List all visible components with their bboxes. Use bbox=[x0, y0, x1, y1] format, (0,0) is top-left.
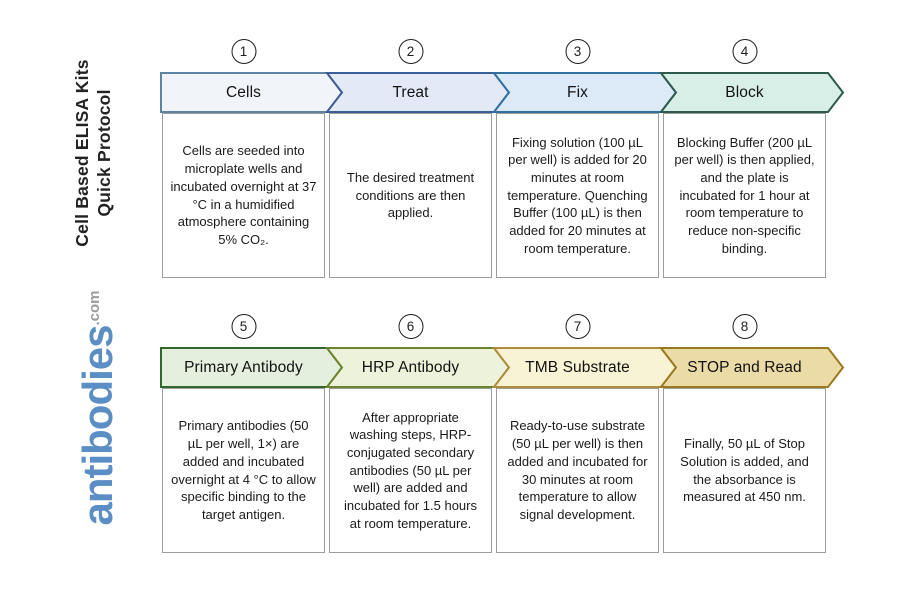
step-banner-label: Fix bbox=[567, 83, 588, 101]
step-banner-label: TMB Substrate bbox=[525, 358, 630, 376]
step-1-cells: 1 Cells Cells are seeded into microplate… bbox=[160, 39, 344, 278]
brand-logo-text: antibodies bbox=[74, 325, 121, 526]
step-description-box: Blocking Buffer (200 µL per well) is the… bbox=[663, 113, 826, 278]
step-description: Primary antibodies (50 µL per well, 1×) … bbox=[171, 418, 316, 522]
step-6-hrp-antibody: 6 HRP Antibody After appropriate washing… bbox=[324, 314, 511, 553]
step-7-tmb-substrate: 7 TMB Substrate Ready-to-use substrate (… bbox=[491, 314, 678, 553]
step-banner-arrow bbox=[658, 72, 845, 113]
step-number-badge: 3 bbox=[565, 39, 590, 64]
step-description: Blocking Buffer (200 µL per well) is the… bbox=[674, 134, 815, 256]
brand-logo-suffix: .com bbox=[86, 290, 103, 326]
step-banner-label: Block bbox=[725, 83, 764, 101]
page-title-line2: Quick Protocol bbox=[94, 89, 114, 217]
protocol-row-1: 1 Cells Cells are seeded into microplate… bbox=[160, 39, 845, 278]
step-description: Ready-to-use substrate (50 µL per well) … bbox=[507, 418, 648, 522]
step-description-box: After appropriate washing steps, HRP-con… bbox=[329, 388, 492, 553]
step-description: Fixing solution (100 µL per well) is add… bbox=[507, 134, 648, 256]
step-description-box: Cells are seeded into microplate wells a… bbox=[162, 113, 325, 278]
step-8-stop-and-read: 8 STOP and Read Finally, 50 µL of Stop S… bbox=[658, 314, 845, 553]
step-banner-label: HRP Antibody bbox=[361, 358, 460, 376]
step-2-treat: 2 Treat The desired treatment conditions… bbox=[324, 39, 511, 278]
step-description-box: Finally, 50 µL of Stop Solution is added… bbox=[663, 388, 826, 553]
step-number-badge: 1 bbox=[231, 39, 256, 64]
step-number-badge: 6 bbox=[398, 314, 423, 339]
step-banner-label: Primary Antibody bbox=[184, 358, 303, 376]
step-3-fix: 3 Fix Fixing solution (100 µL per well) … bbox=[491, 39, 678, 278]
step-description: Finally, 50 µL of Stop Solution is added… bbox=[680, 436, 809, 505]
step-description: The desired treatment conditions are the… bbox=[346, 169, 475, 221]
protocol-row-2: 5 Primary Antibody Primary antibodies (5… bbox=[160, 314, 845, 553]
page-title: Cell Based ELISA Kits Quick Protocol bbox=[71, 38, 117, 268]
step-number-badge: 5 bbox=[231, 314, 256, 339]
step-5-primary-antibody: 5 Primary Antibody Primary antibodies (5… bbox=[160, 314, 344, 553]
step-number-badge: 2 bbox=[398, 39, 423, 64]
step-number-badge: 7 bbox=[565, 314, 590, 339]
step-description-box: Primary antibodies (50 µL per well, 1×) … bbox=[162, 388, 325, 553]
step-description-box: Fixing solution (100 µL per well) is add… bbox=[496, 113, 659, 278]
step-4-block: 4 Block Blocking Buffer (200 µL per well… bbox=[658, 39, 845, 278]
step-description-box: The desired treatment conditions are the… bbox=[329, 113, 492, 278]
step-number-badge: 8 bbox=[732, 314, 757, 339]
step-description-box: Ready-to-use substrate (50 µL per well) … bbox=[496, 388, 659, 553]
step-description: Cells are seeded into microplate wells a… bbox=[170, 143, 317, 247]
step-banner-label: STOP and Read bbox=[687, 358, 802, 376]
brand-logo: antibodies.com bbox=[67, 253, 123, 563]
step-banner-arrow bbox=[658, 347, 845, 388]
step-number-badge: 4 bbox=[732, 39, 757, 64]
step-banner-label: Cells bbox=[226, 83, 261, 101]
step-description: After appropriate washing steps, HRP-con… bbox=[344, 409, 477, 531]
step-banner-label: Treat bbox=[392, 83, 429, 101]
page-title-line1: Cell Based ELISA Kits bbox=[72, 59, 92, 247]
